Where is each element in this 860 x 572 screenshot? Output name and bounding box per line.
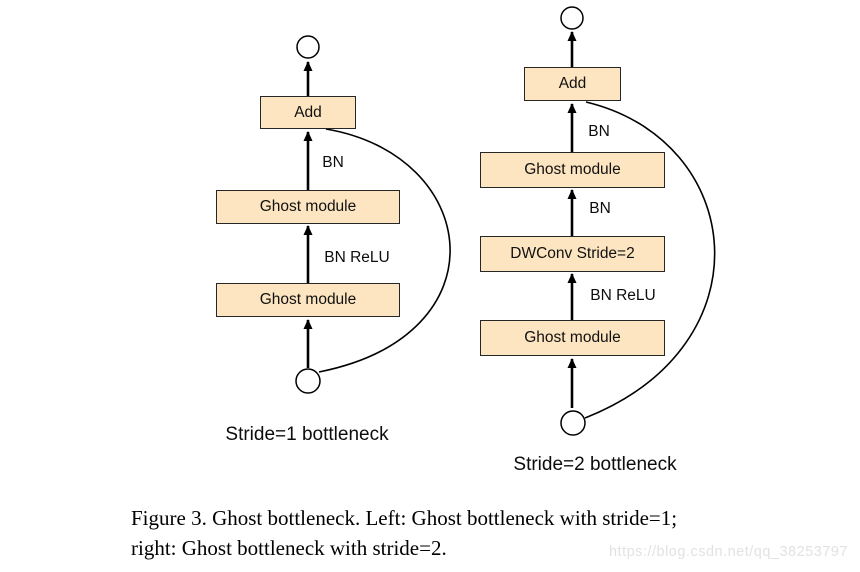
csdn-watermark: https://blog.csdn.net/qq_38253797 (608, 544, 848, 560)
right-ghost-module-bottom-node: Ghost module (480, 320, 665, 356)
left-skip-connection-curve (318, 128, 451, 373)
figure-caption-line1: Figure 3. Ghost bottleneck. Left: Ghost … (131, 506, 678, 530)
right-bn-mid-edge-label: BN (589, 200, 611, 217)
left-bn-relu-edge-label: BN ReLU (324, 249, 390, 266)
right-input-node-circle (560, 410, 586, 436)
left-ghost-module-bottom-node: Ghost module (216, 283, 400, 317)
left-ghost-module-top-node: Ghost module (216, 190, 400, 224)
figure-caption-line2: right: Ghost bottleneck with stride=2. (131, 536, 447, 560)
right-output-node-circle (560, 6, 584, 30)
figure-caption: Figure 3. Ghost bottleneck. Left: Ghost … (131, 503, 831, 563)
diagram-wires (295, 6, 716, 436)
right-add-node: Add (524, 67, 621, 101)
right-dwconv-node: DWConv Stride=2 (480, 236, 665, 272)
right-diagram-caption: Stride=2 bottleneck (513, 454, 677, 475)
left-bn-edge-label: BN (322, 154, 344, 171)
right-skip-connection-curve (584, 101, 716, 419)
right-bn-relu-edge-label: BN ReLU (590, 287, 656, 304)
left-diagram-caption: Stride=1 bottleneck (225, 424, 389, 445)
right-ghost-module-top-node: Ghost module (480, 152, 665, 188)
right-bn-top-edge-label: BN (588, 123, 610, 140)
left-add-node: Add (260, 96, 356, 129)
left-output-node-circle (296, 35, 320, 59)
left-input-node-circle (295, 368, 321, 394)
